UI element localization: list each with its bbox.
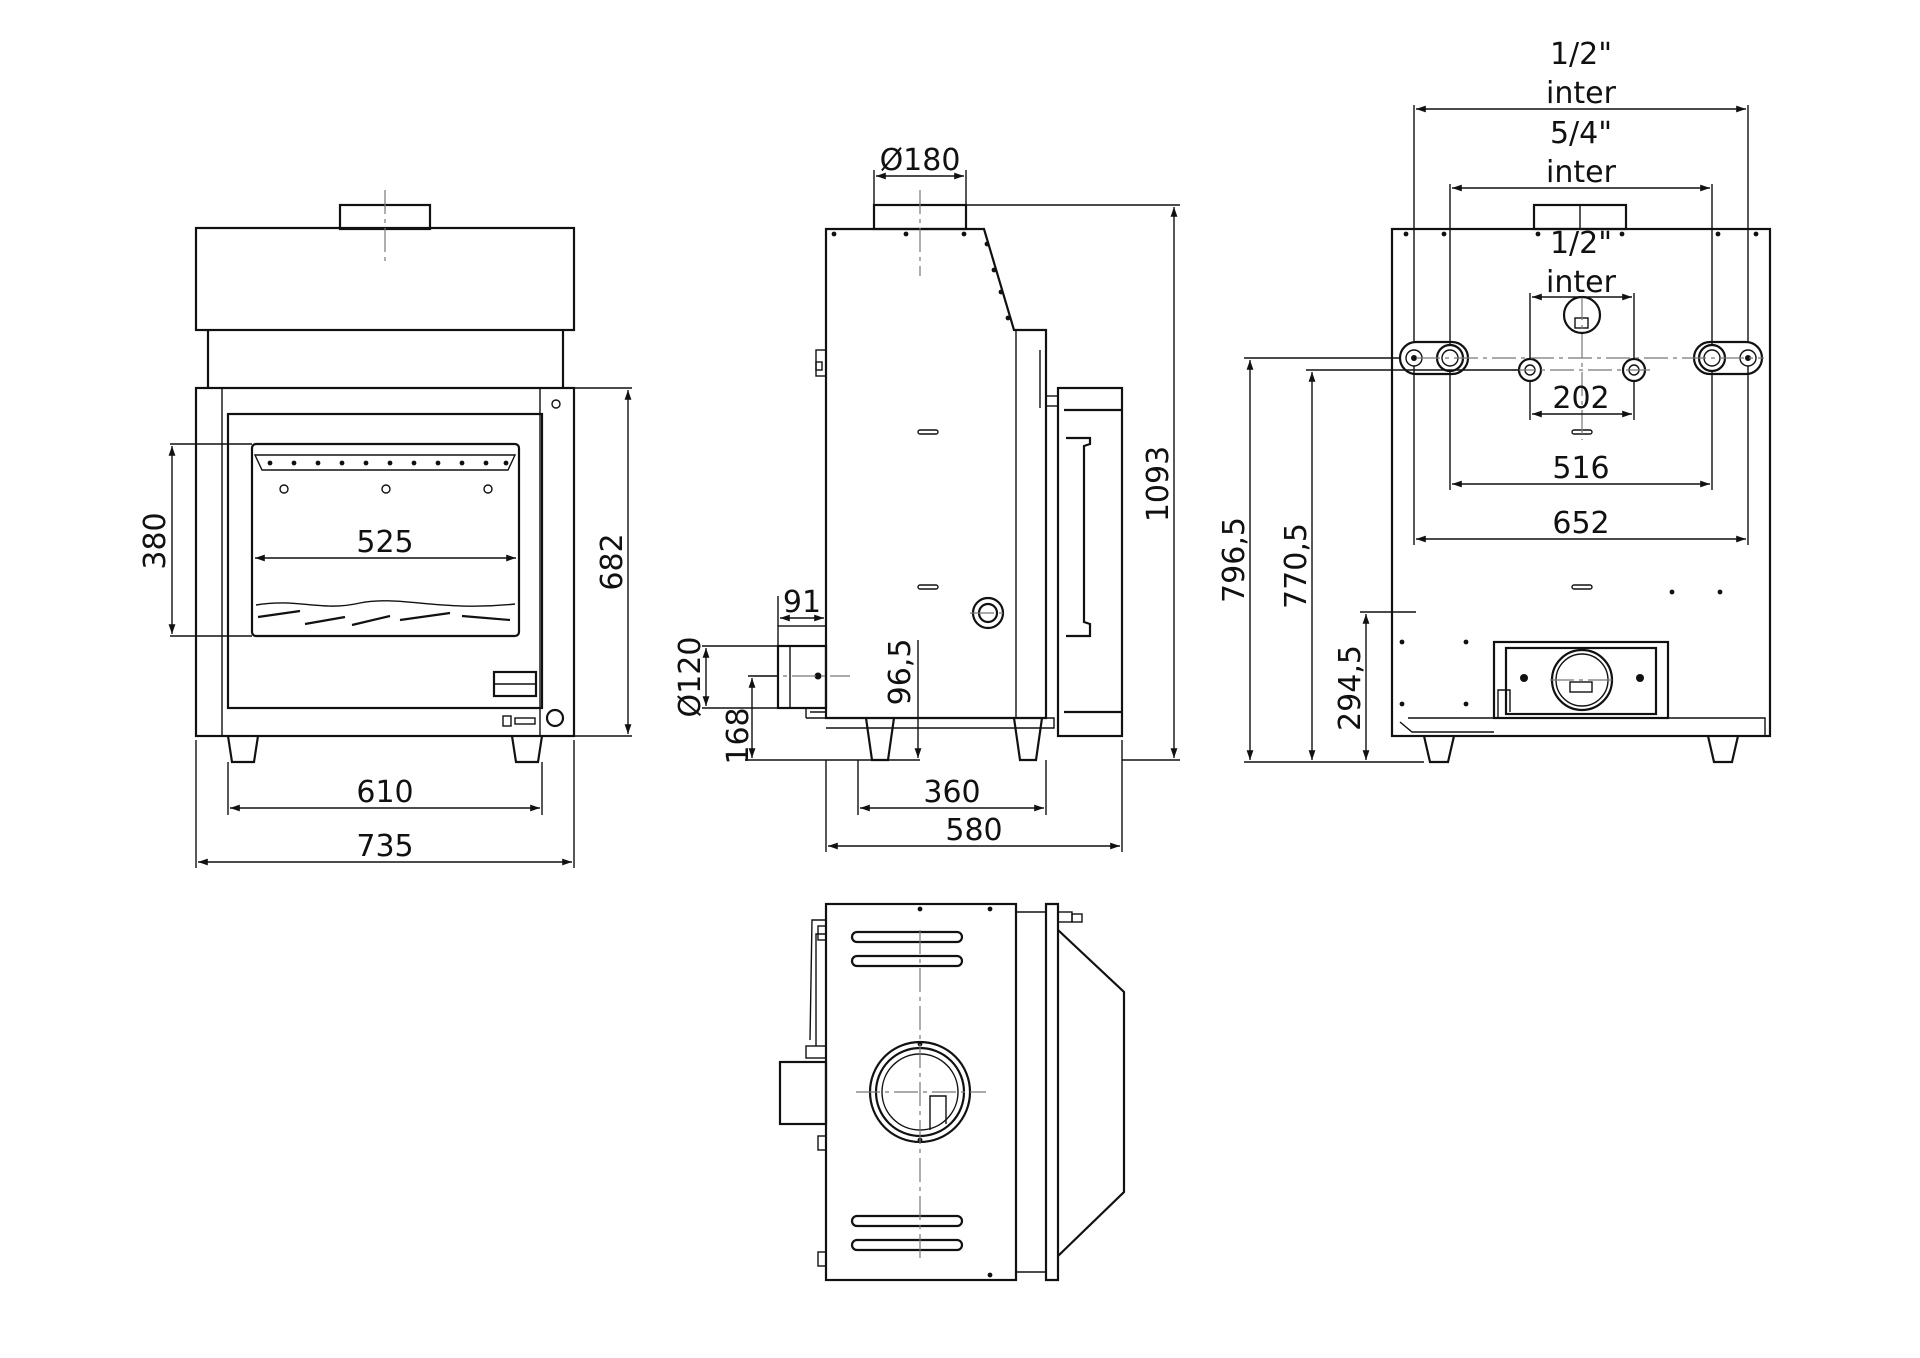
rear-view-labels: 1/2" inter 5/4" inter 1/2" inter 202 516…	[1217, 37, 1617, 731]
outer-connection-size-label: 1/2"	[1550, 37, 1612, 72]
inner-spacing-label: 516	[1552, 451, 1609, 486]
air-inlet-bottom-label: 168	[721, 707, 756, 764]
side-view-labels: Ø180 1093 91 Ø120 96,5 168 360 580	[673, 143, 1176, 848]
inner-connection-thread-label: inter	[1546, 155, 1617, 190]
center-connection-size-label: 1/2"	[1550, 226, 1612, 261]
outer-spacing-label: 652	[1552, 506, 1609, 541]
legs-width-label: 610	[356, 775, 413, 810]
air-inlet-offset-label: 91	[783, 585, 821, 620]
outer-connection-thread-label: inter	[1546, 76, 1617, 111]
side-view-dimensions	[702, 170, 1180, 852]
door-height-label: 380	[138, 512, 173, 569]
center-connection-thread-label: inter	[1546, 265, 1617, 300]
inner-connection-height-label: 770,5	[1279, 523, 1314, 609]
front-view	[194, 190, 576, 764]
center-spacing-label: 202	[1552, 381, 1609, 416]
glass-width-label: 525	[356, 525, 413, 560]
overall-depth-label: 580	[945, 813, 1002, 848]
legs-depth-label: 360	[923, 775, 980, 810]
flue-diameter-label: Ø180	[880, 143, 961, 178]
air-inlet-axis-height-label: 96,5	[883, 639, 918, 706]
rear-view-dimensions	[1244, 105, 1749, 763]
inner-connection-size-label: 5/4"	[1550, 116, 1612, 151]
overall-height-label: 1093	[1141, 446, 1176, 522]
side-view	[754, 190, 1124, 762]
air-box-height-label: 294,5	[1333, 645, 1368, 731]
outer-connection-height-label: 796,5	[1217, 517, 1252, 603]
front-view-dimensions	[168, 387, 632, 868]
overall-width-label: 735	[356, 829, 413, 864]
air-inlet-diameter-label: Ø120	[673, 637, 708, 718]
panel-height-label: 682	[595, 533, 630, 590]
top-view	[778, 902, 1126, 1282]
front-view-labels: 380 525 682 610 735	[138, 512, 630, 864]
